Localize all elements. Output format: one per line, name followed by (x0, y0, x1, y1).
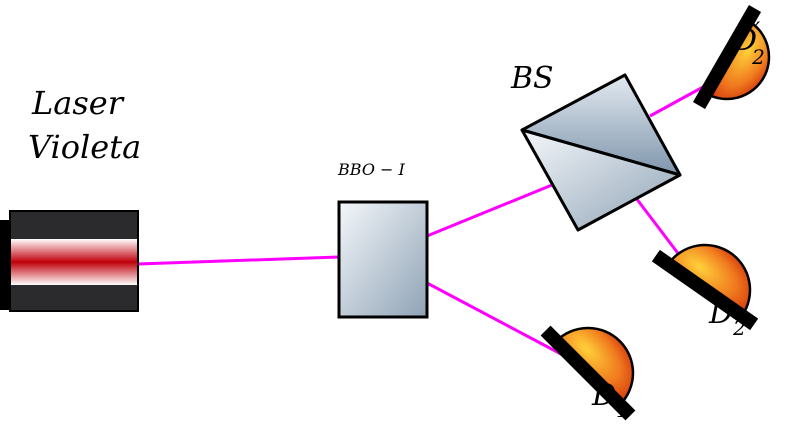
d2-label: D2 (708, 296, 746, 340)
detector-d2 (651, 243, 759, 331)
laser-source (0, 210, 139, 312)
detector-d1 (540, 325, 636, 421)
detector-d2-dome (666, 243, 752, 318)
beam-splitter-lower-prism (520, 128, 682, 232)
beam-bbo-to-bs (426, 183, 553, 238)
laser-label-line1: Laser (31, 84, 125, 122)
detector-d2prime-plate (692, 5, 762, 109)
detector-d1-plate (540, 325, 636, 421)
beam-splitter (520, 73, 682, 232)
beam-laser-to-bbo (137, 255, 340, 266)
bbo-label: BBO − I (337, 160, 406, 179)
detector-d2-plate (651, 249, 759, 331)
laser-label-line2: Violeta (28, 128, 141, 166)
detector-d2prime (692, 5, 771, 109)
d1-label: D1 (591, 378, 629, 422)
d2prime-label: D′2 (732, 19, 765, 69)
bbo-crystal (337, 200, 429, 319)
detector-d1-dome (554, 326, 635, 407)
laser-core (11, 239, 137, 285)
beam-bbo-to-d1 (426, 281, 579, 365)
bs-label: BS (510, 61, 554, 96)
beam-paths (137, 73, 726, 365)
